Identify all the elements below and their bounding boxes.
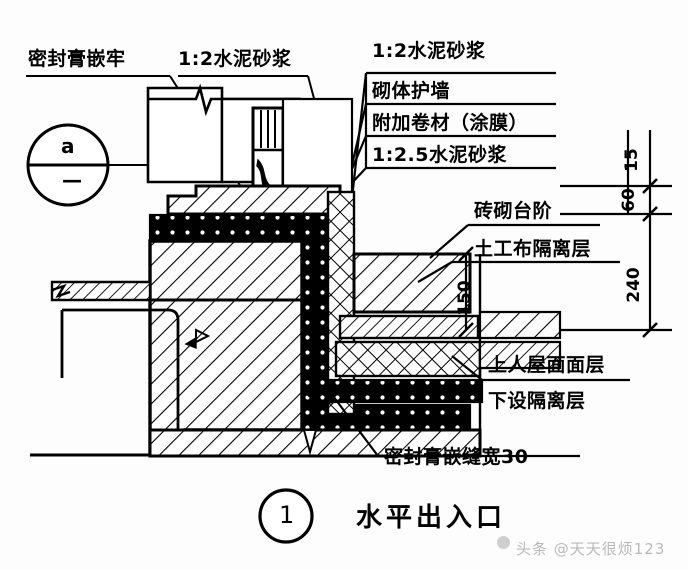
mortar-screed-layer <box>338 314 480 340</box>
label-sealant-bottom: 密封膏嵌缝宽30 <box>384 446 529 468</box>
label-geotextile: 土工布隔离层 <box>474 238 592 260</box>
label-mortar-left: 1:2水泥砂浆 <box>178 48 292 70</box>
detail-marker-sub: — <box>62 168 83 192</box>
label-isolation-below: 下设隔离层 <box>488 390 586 412</box>
dimension-inner-150 <box>458 246 474 338</box>
leader-diagonal-roof-surface <box>451 355 483 381</box>
detail-marker-letter: a <box>61 134 75 158</box>
floor-break-symbol <box>51 283 71 299</box>
label-block-row-1: 砌体护墙 <box>372 80 451 102</box>
dimension-240: 240 <box>623 267 644 303</box>
rebar-symbol-2 <box>184 336 197 350</box>
leader-lines-right <box>329 223 630 458</box>
adjacent-paving-lower <box>478 340 562 370</box>
interior-floor-finish <box>50 280 152 302</box>
label-block-row-3: 1:2.5水泥砂浆 <box>372 144 507 166</box>
watermark-text: 头条 @天天很烦123 <box>516 540 666 558</box>
dimension-150: 150 <box>454 280 475 316</box>
leader-diagonal-geotextile <box>417 261 453 283</box>
leader-diagonal-sealant-bottom <box>329 391 379 457</box>
membrane-corner-fillet <box>300 375 333 404</box>
upper-wall-assembly <box>146 83 354 198</box>
dimension-15: 15 <box>621 148 642 172</box>
threshold-cap <box>166 184 342 216</box>
adjacent-paving <box>478 310 562 370</box>
label-block-row-0: 1:2水泥砂浆 <box>372 40 486 62</box>
cap-slab-hatched <box>166 184 342 216</box>
detail-reference-marker <box>26 123 110 207</box>
leader-diagonal-brick-step <box>429 224 469 259</box>
geotextile-insulation-layer <box>334 340 482 378</box>
label-brick-step: 砖砌台阶 <box>474 200 553 222</box>
dimension-lines-right <box>560 130 672 338</box>
adjacent-paving-upper <box>478 310 562 340</box>
dimension-60: 60 <box>618 188 639 212</box>
main-structural-wall <box>148 239 304 457</box>
upper-right-member <box>281 97 354 198</box>
figure-number-marker <box>258 488 314 544</box>
rebar-symbol-1 <box>195 328 211 344</box>
figure-number: 1 <box>279 501 295 529</box>
label-roof-surface: 上人屋面面层 <box>488 354 606 376</box>
wall-body-hatched <box>148 239 304 457</box>
label-sealant-top: 密封膏嵌牢 <box>28 48 126 70</box>
watermark-dot-icon <box>497 536 510 549</box>
roof-membrane-layer <box>328 378 484 404</box>
drawing-title: 水平出入口 <box>356 503 507 533</box>
interior-void-outline <box>60 308 180 450</box>
label-block-row-2: 附加卷材（涂膜） <box>372 112 529 134</box>
slope-arrow <box>302 429 318 456</box>
